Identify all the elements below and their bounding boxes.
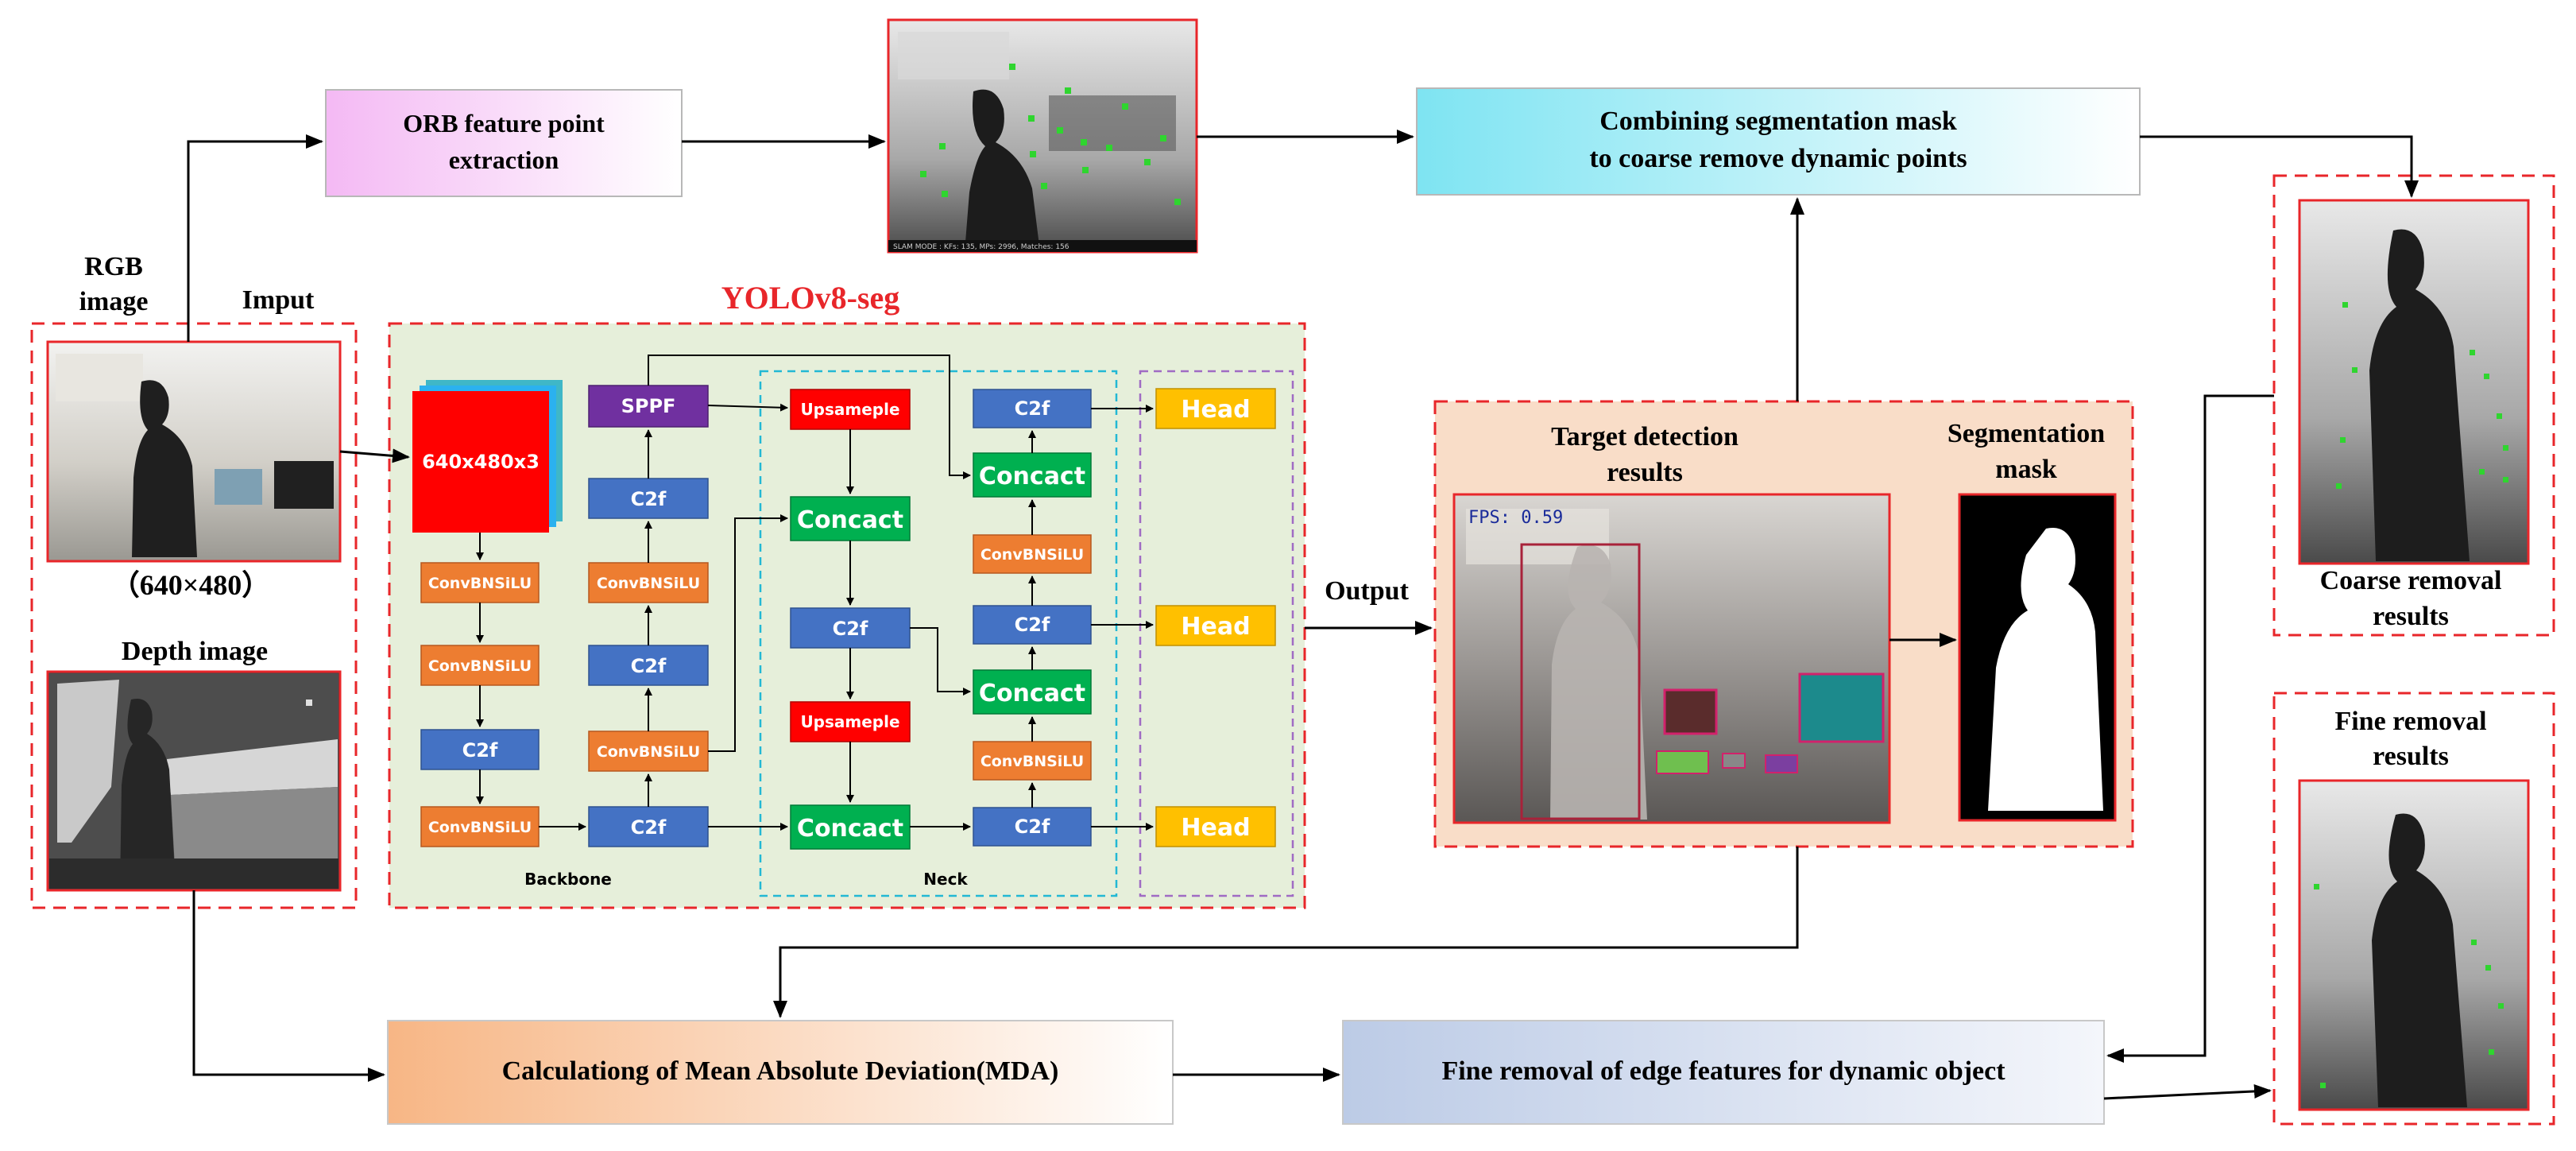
input-label: Imput [242,285,315,315]
orb-label-line2: extraction [449,145,559,174]
target-label-line1: Target detection [1551,422,1739,451]
fine-removal-label: Fine removal of edge features for dynami… [1441,1056,2005,1086]
c2f-block-8: C2f [1015,816,1050,838]
head-block-1: Head [1181,396,1250,424]
input-tensor-block: 640x480x3 [412,380,563,533]
network-connectors [476,355,1154,831]
neck-dashed-frame [759,370,1118,897]
upsample-block-2: Upsameple [800,712,899,731]
backbone-column-2: SPPF C2f ConvBNSiLU C2f ConvBNSiLU C2f [588,385,709,847]
input-tensor-label: 640x480x3 [422,451,540,473]
conv-block-4: ConvBNSiLU [597,575,700,592]
orb-feature-image: SLAM MODE : KFs: 135, MPs: 2996, Matches… [887,18,1198,254]
orb-status-text: SLAM MODE : KFs: 135, MPs: 2996, Matches… [893,243,1069,251]
c2f-block-1: C2f [462,739,498,762]
segmentation-mask-image [1958,493,2117,822]
fine-removal-image [2298,779,2530,1111]
fine-dashed-frame [2272,692,2555,1126]
fine-keypoints [2314,884,2504,1088]
combine-label-line1: Combining segmentation mask [1599,107,1957,136]
sppf-block: SPPF [621,395,676,417]
rgb-image [46,340,342,563]
c2f-block-3: C2f [631,655,667,677]
orb-extraction-box: ORB feature point extraction [325,89,683,197]
combine-label-line2: to coarse remove dynamic points [1589,144,1967,173]
mda-box: Calculationg of Mean Absolute Deviation(… [387,1020,1174,1125]
concat-block-3: Concact [979,463,1085,490]
backbone-column-1: ConvBNSiLU ConvBNSiLU C2f ConvBNSiLU [420,562,540,847]
backbone-label: Backbone [524,870,612,889]
coarse-keypoints [2336,302,2508,489]
target-label-line2: results [1607,458,1683,487]
upsample-block-1: Upsameple [800,400,899,419]
segmask-label-line2: mask [1995,455,2057,484]
coarse-removal-image [2298,199,2530,565]
depth-image [46,670,342,892]
depth-label: Depth image [122,637,268,666]
neck-column-2: C2f Concact ConvBNSiLU C2f Concact ConvB… [973,389,1092,847]
target-detection-image: FPS: 0.59 [1452,493,1891,824]
conv-block-1: ConvBNSiLU [428,575,532,592]
fps-text: FPS: 0.59 [1468,508,1563,528]
orb-keypoints [920,64,1181,205]
fine-results-label-line1: Fine removal [2334,707,2486,736]
output-label: Output [1325,576,1409,606]
c2f-block-6: C2f [1015,397,1050,420]
c2f-block-4: C2f [631,816,667,839]
fine-results-label-line2: results [2373,742,2449,771]
coarse-label-line2: results [2373,602,2449,631]
yolo-title: YOLOv8-seg [721,280,899,316]
concat-block-4: Concact [979,680,1085,707]
neck-column-1: Upsameple Concact C2f Upsameple Concact [790,389,911,850]
coarse-label-line1: Coarse removal [2320,566,2502,595]
c2f-block-7: C2f [1015,614,1050,636]
mda-label: Calculationg of Mean Absolute Deviation(… [502,1056,1059,1086]
main-flow-arrows [187,130,2419,1100]
concat-block-1: Concact [797,506,903,534]
rgb-label-line1: RGB [84,252,143,281]
head-block-2: Head [1181,613,1250,641]
head-column: Head Head Head [1155,388,1276,847]
conv-block-6: ConvBNSiLU [981,546,1084,564]
c2f-block-5: C2f [833,618,868,640]
head-block-3: Head [1181,814,1250,842]
segmask-label-line1: Segmentation [1947,419,2105,448]
fine-removal-box: Fine removal of edge features for dynami… [1342,1020,2105,1125]
resolution-label: （640×480） [111,569,271,601]
orb-label-line1: ORB feature point [403,109,605,138]
conv-block-7: ConvBNSiLU [981,753,1084,770]
conv-block-5: ConvBNSiLU [597,743,700,761]
conv-block-3: ConvBNSiLU [428,819,532,836]
c2f-block-2: C2f [631,488,667,510]
rgb-label-line2: image [79,287,149,316]
coarse-dashed-frame [2272,174,2555,637]
concat-block-2: Concact [797,815,903,843]
combine-mask-box: Combining segmentation mask to coarse re… [1416,87,2141,196]
neck-label: Neck [923,870,968,889]
conv-block-2: ConvBNSiLU [428,657,532,675]
